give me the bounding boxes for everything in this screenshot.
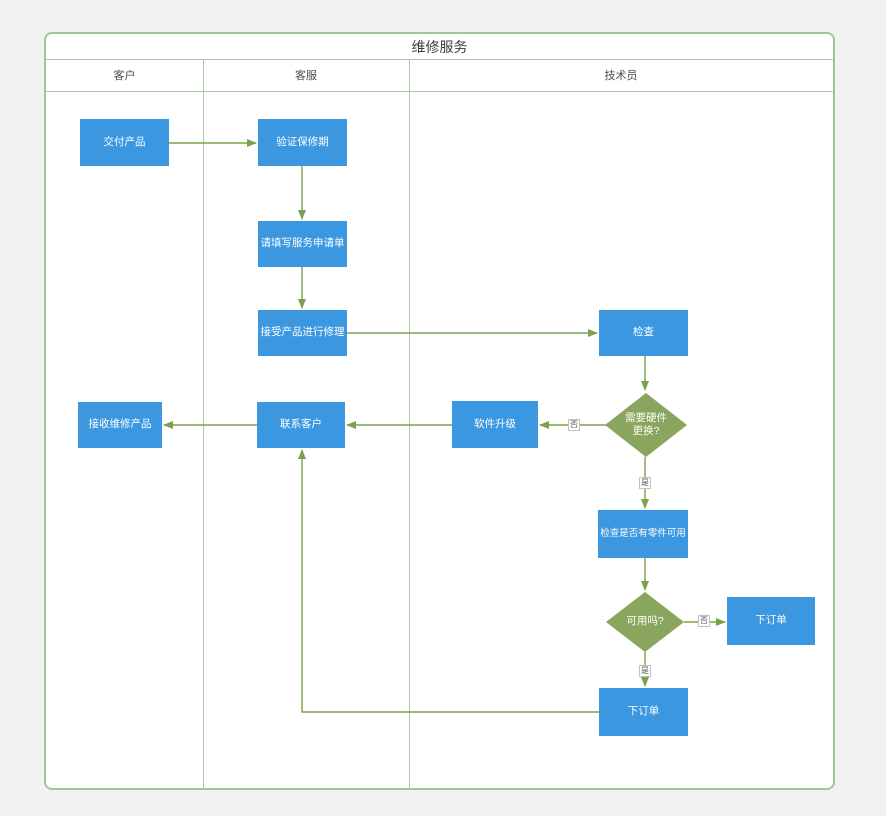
edge-label-yes-available: 是 xyxy=(639,665,651,677)
lane-divider-2 xyxy=(409,59,410,788)
edge-label-yes-hardware: 是 xyxy=(639,477,651,489)
lane-header-service[interactable]: 客服 xyxy=(203,59,409,92)
node-accept-product-repair[interactable]: 接受产品进行修理 xyxy=(258,310,347,356)
node-inspect[interactable]: 检查 xyxy=(599,310,688,356)
decision-parts-available-label: 可用吗? xyxy=(626,615,664,628)
node-receive-repaired-product[interactable]: 接收维修产品 xyxy=(78,402,162,448)
edge-label-no-available: 否 xyxy=(698,615,710,627)
decision-need-hardware-label: 需要硬件更换? xyxy=(625,411,667,437)
node-verify-warranty[interactable]: 验证保修期 xyxy=(258,119,347,166)
pool-title-text: 维修服务 xyxy=(411,38,468,55)
lane-divider-1 xyxy=(203,59,204,788)
node-software-upgrade[interactable]: 软件升级 xyxy=(452,401,538,448)
lane-header-customer[interactable]: 客户 xyxy=(46,59,203,92)
pool-title: 维修服务 xyxy=(46,34,833,60)
lane-header-technician[interactable]: 技术员 xyxy=(409,59,833,92)
edge-label-no-hardware: 否 xyxy=(568,419,580,431)
node-place-order-bottom[interactable]: 下订单 xyxy=(599,688,688,736)
node-deliver-product[interactable]: 交付产品 xyxy=(80,119,169,166)
node-check-parts-available[interactable]: 检查是否有零件可用 xyxy=(598,510,688,558)
node-fill-service-form[interactable]: 请填写服务申请单 xyxy=(258,221,347,267)
node-contact-customer[interactable]: 联系客户 xyxy=(257,402,345,448)
node-place-order-right[interactable]: 下订单 xyxy=(727,597,815,645)
